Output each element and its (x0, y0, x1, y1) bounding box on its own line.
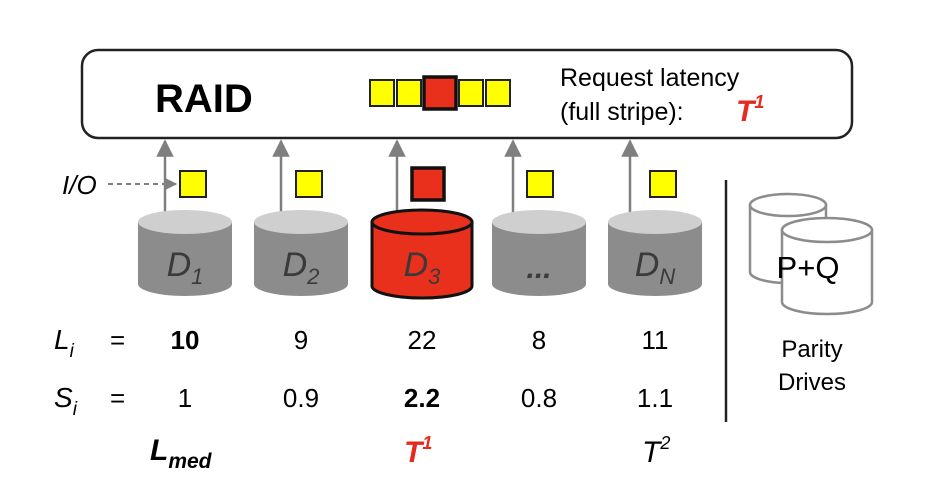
drive-3-slow: D3 (370, 208, 474, 300)
t2-label: T2 (642, 433, 670, 469)
slowdown-value: 1 (178, 383, 192, 413)
full-stripe (369, 75, 511, 111)
row-label-latency: Li (54, 324, 75, 362)
io-chunk (649, 170, 677, 198)
drive-label: D3 (404, 246, 442, 289)
latency-value: 11 (642, 325, 669, 355)
slowdown-value: 0.8 (521, 383, 557, 413)
drive-4-ellipsis: ... (492, 210, 586, 296)
slowdown-value: 1.1 (637, 383, 673, 413)
latency-line1: Request latency (560, 64, 740, 92)
stripe-chunk (369, 79, 395, 107)
t1-label: T1 (404, 433, 432, 469)
io-chunk-slow (410, 166, 446, 202)
io-chunk (179, 170, 207, 198)
parity-drives: P+Q (748, 192, 874, 316)
latency-symbol: T1 (736, 92, 764, 128)
drive-label: ... (526, 252, 551, 285)
drive-2: D2 (254, 210, 348, 296)
drive-1: D1 (138, 210, 232, 296)
slowdown-value-slow: 2.2 (404, 383, 440, 413)
latency-value: 22 (408, 325, 437, 355)
io-chunk (295, 170, 323, 198)
parity-drive-label: P+Q (777, 250, 840, 285)
latency-value: 8 (532, 325, 546, 355)
latency-value: 9 (294, 325, 308, 355)
row-eq-slowdown: = (110, 383, 125, 413)
stripe-chunk (485, 79, 511, 107)
stripe-chunk (396, 79, 422, 107)
drive-n: DN (608, 210, 702, 296)
lmed-label: Lmed (150, 434, 213, 473)
io-label: I/O (62, 170, 97, 200)
parity-caption-line2: Drives (778, 369, 846, 396)
row-eq-latency: = (110, 325, 125, 355)
latency-value: 10 (171, 325, 200, 355)
stripe-chunk (458, 79, 484, 107)
parity-caption-line1: Parity (781, 336, 842, 363)
drive-label: D1 (167, 246, 204, 289)
latency-line2: (full stripe): (560, 98, 684, 126)
drive-label: D2 (283, 246, 320, 289)
drive-label: DN (635, 246, 676, 289)
row-label-slowdown: Si (54, 382, 78, 420)
io-chunk (526, 170, 554, 198)
slowdown-value: 0.9 (283, 383, 319, 413)
stripe-chunk-slow (422, 75, 458, 111)
raid-title: RAID (155, 77, 253, 121)
